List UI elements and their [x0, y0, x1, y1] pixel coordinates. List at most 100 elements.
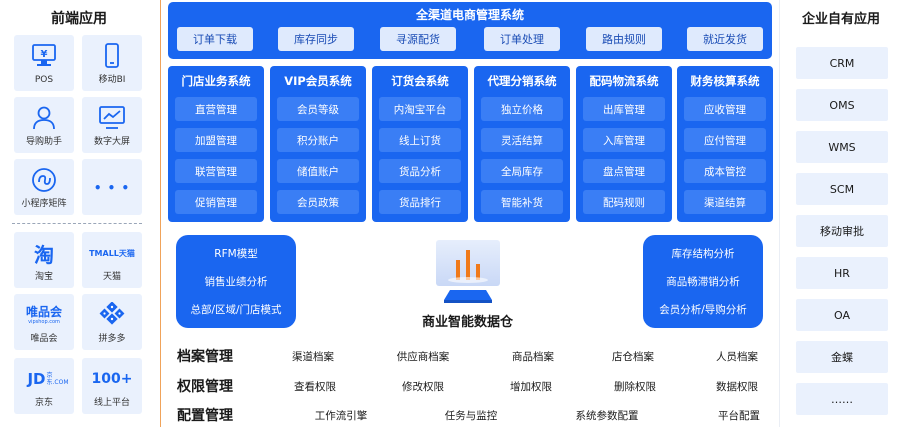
pinduoduo-logo-icon	[82, 302, 142, 328]
system-item[interactable]: 联营管理	[175, 159, 257, 183]
mgmt-item[interactable]: 供应商档案	[396, 351, 450, 363]
system-item[interactable]: 积分账户	[277, 128, 359, 152]
tile-mobile-bi[interactable]: 移动BI	[82, 35, 142, 91]
enterprise-apps-title: 企业自有应用	[801, 12, 880, 27]
enterprise-app[interactable]: OA	[796, 299, 888, 331]
omni-tab[interactable]: 订单处理	[484, 27, 560, 51]
system-item[interactable]: 出库管理	[583, 97, 665, 121]
tile-digital-screen[interactable]: 数字大屏	[82, 97, 142, 153]
system-item[interactable]: 应付管理	[684, 128, 766, 152]
mgmt-item[interactable]: 数据权限	[716, 381, 758, 393]
enterprise-app[interactable]: 金蝶	[796, 341, 888, 373]
omni-channel-title: 全渠道电商管理系统	[415, 8, 524, 22]
analytics-item[interactable]: 库存结构分析	[671, 248, 735, 260]
tile-pinduoduo[interactable]: 拼多多	[82, 294, 142, 350]
tile-jd[interactable]: JD 京东.COM 京东	[14, 358, 74, 414]
mgmt-item[interactable]: 任务与监控	[444, 410, 498, 422]
jd-logo: JD 京东.COM	[14, 366, 74, 392]
system-vip: VIP会员系统 会员等级 积分账户 储值账户 会员政策	[270, 66, 366, 222]
system-item[interactable]: 会员政策	[277, 190, 359, 214]
mgmt-item[interactable]: 人员档案	[716, 351, 758, 363]
tile-label: 淘宝	[34, 272, 53, 282]
system-finance: 财务核算系统 应收管理 应付管理 成本管控 渠道结算	[677, 66, 773, 222]
jd-logo-text: JD	[27, 370, 46, 388]
system-item[interactable]: 成本管控	[684, 159, 766, 183]
taobao-logo: 淘	[14, 240, 74, 267]
pos-glyph: ¥	[41, 49, 48, 60]
tile-pos[interactable]: ¥ POS	[14, 35, 74, 91]
enterprise-app[interactable]: OMS	[796, 89, 888, 121]
analytics-right-box: 库存结构分析 商品畅滞销分析 会员分析/导购分析	[643, 235, 763, 328]
system-item[interactable]: 入库管理	[583, 128, 665, 152]
tile-label: 唯品会	[30, 334, 58, 344]
mgmt-item[interactable]: 删除权限	[614, 381, 656, 393]
mini-program-icon	[14, 167, 74, 193]
mgmt-item[interactable]: 查看权限	[294, 381, 336, 393]
system-item[interactable]: 配码规则	[583, 190, 665, 214]
system-item[interactable]: 内淘宝平台	[379, 97, 461, 121]
tmall-logo-text: TMALL天猫	[89, 248, 135, 258]
system-item[interactable]: 货品排行	[379, 190, 461, 214]
tile-label: 天猫	[102, 272, 121, 282]
system-item[interactable]: 灵活结算	[481, 128, 563, 152]
data-warehouse-graphic	[430, 240, 506, 306]
enterprise-app[interactable]: HR	[796, 257, 888, 289]
system-item[interactable]: 会员等级	[277, 97, 359, 121]
mgmt-item[interactable]: 平台配置	[718, 410, 760, 422]
system-item[interactable]: 全局库存	[481, 159, 563, 183]
omni-tab[interactable]: 订单下载	[177, 27, 253, 51]
omni-tab[interactable]: 就近发货	[687, 27, 763, 51]
online-platform-logo-text: 100+	[91, 371, 133, 387]
system-logistics: 配码物流系统 出库管理 入库管理 盘点管理 配码规则	[576, 66, 672, 222]
tile-label: 京东	[34, 398, 53, 408]
enterprise-app[interactable]: WMS	[796, 131, 888, 163]
mgmt-item[interactable]: 修改权限	[402, 381, 444, 393]
tile-vipshop[interactable]: 唯品会 vipshop.com 唯品会	[14, 294, 74, 350]
omni-channel-banner: 全渠道电商管理系统 订单下载 库存同步 寻源配货 订单处理 路由规则 就近发货	[168, 2, 772, 59]
system-item[interactable]: 储值账户	[277, 159, 359, 183]
mgmt-item[interactable]: 店仓档案	[612, 351, 654, 363]
tile-label: 导购助手	[25, 137, 62, 147]
omni-tab[interactable]: 寻源配货	[380, 27, 456, 51]
mgmt-item[interactable]: 增加权限	[510, 381, 552, 393]
system-item[interactable]: 加盟管理	[175, 128, 257, 152]
mobile-phone-icon	[82, 43, 142, 69]
tile-mini-program[interactable]: 小程序矩阵	[14, 159, 74, 215]
omni-tab[interactable]: 路由规则	[586, 27, 662, 51]
bar-chart-warehouse-icon	[436, 240, 500, 303]
tile-more[interactable]: • • •	[82, 159, 142, 215]
tile-online-platform[interactable]: 100+ 线上平台	[82, 358, 142, 414]
enterprise-app[interactable]: 移动审批	[796, 215, 888, 247]
tile-label: 线上平台	[93, 398, 130, 408]
mgmt-item[interactable]: 工作流引擎	[314, 410, 368, 422]
analytics-item[interactable]: 总部/区域/门店模式	[190, 304, 282, 316]
enterprise-app[interactable]: CRM	[796, 47, 888, 79]
tile-tmall[interactable]: TMALL天猫 天猫	[82, 232, 142, 288]
enterprise-app[interactable]: SCM	[796, 173, 888, 205]
system-item[interactable]: 应收管理	[684, 97, 766, 121]
system-item[interactable]: 线上订货	[379, 128, 461, 152]
system-item[interactable]: 盘点管理	[583, 159, 665, 183]
enterprise-app[interactable]: ……	[796, 383, 888, 415]
mgmt-item[interactable]: 系统参数配置	[575, 410, 639, 422]
mgmt-item[interactable]: 商品档案	[512, 351, 554, 363]
system-distribution: 代理分销系统 独立价格 灵活结算 全局库存 智能补货	[474, 66, 570, 222]
system-item[interactable]: 直营管理	[175, 97, 257, 121]
mgmt-item[interactable]: 渠道档案	[292, 351, 334, 363]
system-item[interactable]: 货品分析	[379, 159, 461, 183]
system-item[interactable]: 独立价格	[481, 97, 563, 121]
tile-taobao[interactable]: 淘 淘宝	[14, 232, 74, 288]
tile-label: 移动BI	[98, 75, 126, 85]
tile-label: 小程序矩阵	[21, 199, 67, 209]
analytics-item[interactable]: 会员分析/导购分析	[659, 304, 747, 316]
analytics-item[interactable]: 销售业绩分析	[204, 276, 268, 288]
jd-logo-sub: 京东.COM	[46, 372, 69, 386]
system-item[interactable]: 促销管理	[175, 190, 257, 214]
analytics-item[interactable]: RFM模型	[214, 248, 258, 260]
omni-tab[interactable]: 库存同步	[278, 27, 354, 51]
analytics-item[interactable]: 商品畅滞销分析	[666, 276, 740, 288]
tile-guide-assistant[interactable]: 导购助手	[14, 97, 74, 153]
front-apps-panel: 前端应用 ¥ POS 移动BI 导购助手	[0, 0, 158, 427]
system-item[interactable]: 渠道结算	[684, 190, 766, 214]
system-item[interactable]: 智能补货	[481, 190, 563, 214]
